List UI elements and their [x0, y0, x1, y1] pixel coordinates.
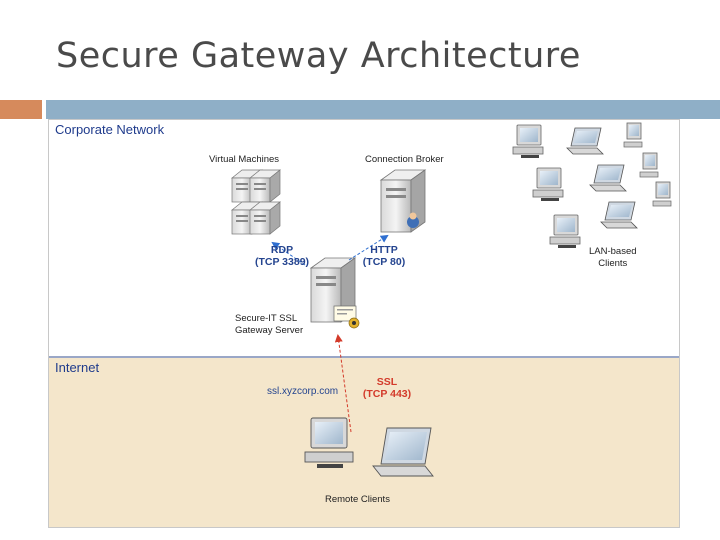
gateway-label-line2: Gateway Server — [235, 325, 304, 336]
lan-desktop-icons — [512, 124, 581, 248]
lan-clients-line2: Clients — [598, 258, 628, 269]
rdp-port: (TCP 3389) — [254, 256, 310, 268]
title-divider-bar — [46, 100, 720, 119]
remote-desktop-pc-icon — [304, 417, 354, 468]
gateway-server-icon — [309, 257, 357, 323]
internet-zone — [49, 358, 679, 527]
ssl-protocol: SSL — [376, 376, 398, 388]
diagram-graphics — [231, 122, 672, 477]
lan-clients-line1: LAN-based — [589, 246, 637, 257]
rdp-arrow-icon — [271, 241, 306, 266]
lan-laptop-icons — [566, 127, 638, 229]
remote-laptop-icon — [372, 427, 434, 477]
ssl-port: (TCP 443) — [362, 388, 412, 400]
lan-clients-label: LAN-based Clients — [589, 246, 637, 270]
gateway-url-label: ssl.xyzcorp.com — [267, 386, 339, 397]
remote-clients-label: Remote Clients — [325, 494, 390, 505]
internet-label: Internet — [55, 360, 100, 375]
http-label: HTTP (TCP 80) — [360, 244, 408, 268]
broker-server-icon — [379, 169, 427, 233]
http-arrow-icon — [348, 234, 389, 261]
ssl-label: SSL (TCP 443) — [359, 376, 415, 400]
zone-divider — [49, 356, 679, 358]
network-diagram: Corporate Network Internet Virtual Machi… — [48, 119, 680, 528]
lan-tower-pc-icons — [623, 122, 672, 207]
http-protocol: HTTP — [370, 244, 398, 256]
certificate-icon — [333, 305, 360, 329]
title-accent-bar — [0, 100, 42, 119]
gateway-server-label: Secure-IT SSL Gateway Server — [235, 313, 303, 337]
virtual-machines-server-icon — [231, 169, 281, 235]
corporate-network-label: Corporate Network — [55, 122, 165, 137]
rdp-protocol: RDP — [270, 244, 294, 256]
virtual-machines-label: Virtual Machines — [209, 154, 280, 165]
http-port: (TCP 80) — [362, 256, 406, 268]
rdp-label: RDP (TCP 3389) — [253, 244, 311, 268]
ssl-arrow-icon — [334, 334, 352, 433]
gateway-label-line1: Secure-IT SSL — [235, 313, 298, 324]
connection-broker-label: Connection Broker — [365, 154, 444, 165]
slide-title: Secure Gateway Architecture — [56, 36, 581, 76]
